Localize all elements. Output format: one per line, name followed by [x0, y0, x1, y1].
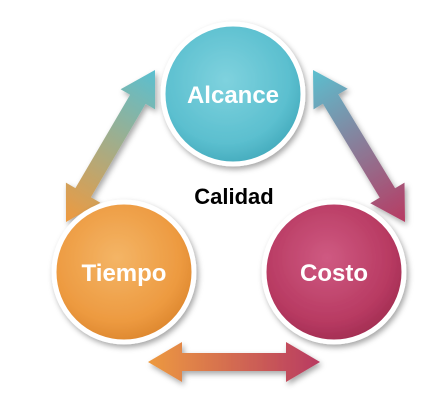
tiempo-costo-arrow: [148, 342, 320, 382]
node-costo: Costo: [261, 199, 407, 345]
center-label: Calidad: [194, 184, 273, 209]
arrows: [65, 70, 405, 382]
alcance-circle: [160, 21, 306, 167]
alcance-label: Alcance: [187, 82, 279, 109]
node-alcance: Alcance: [160, 21, 306, 167]
alcance-tiempo-arrow: [65, 70, 156, 222]
tiempo-label: Tiempo: [82, 260, 167, 287]
alcance-costo-arrow: [313, 70, 405, 222]
node-tiempo: Tiempo: [51, 199, 197, 345]
costo-label: Costo: [300, 260, 368, 287]
tiempo-circle: [51, 199, 197, 345]
costo-circle: [261, 199, 407, 345]
